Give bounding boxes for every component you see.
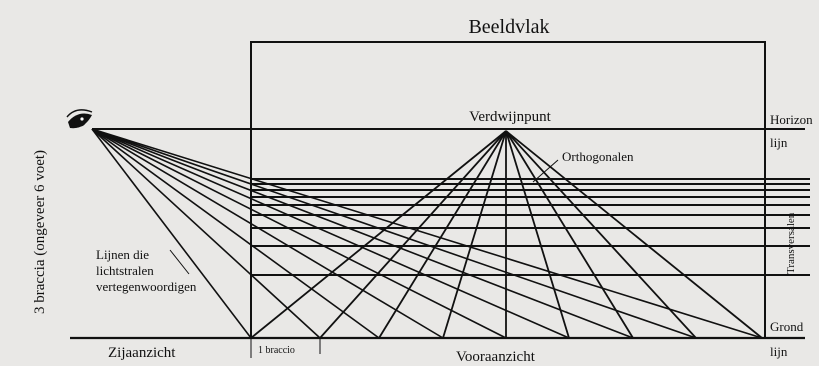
transversal-lines: [251, 178, 810, 276]
eye-icon: [66, 109, 93, 129]
orthogonal-line: [505, 130, 634, 339]
orthogonal-lines: [250, 130, 763, 339]
light-ray-line: [91, 128, 444, 339]
orthogonals-label: Orthogonalen: [562, 149, 634, 164]
orthogonal-line: [505, 130, 570, 339]
light-ray-line: [91, 128, 763, 339]
orthogonal-line: [319, 130, 507, 339]
orthogonal-line: [442, 130, 507, 339]
front-view-label: Vooraanzicht: [456, 349, 536, 365]
light-ray-line: [91, 128, 252, 339]
rays-label-line3: vertegenwoordigen: [96, 279, 197, 294]
light-ray-line: [91, 128, 570, 339]
side-view-label: Zijaanzicht: [108, 345, 176, 361]
orthogonals-leader: [532, 159, 559, 183]
transversals-label: Transversalen: [785, 212, 797, 274]
rays-leader: [169, 249, 190, 275]
orthogonal-line: [505, 130, 763, 339]
picture-plane-label: Beeldvlak: [468, 16, 549, 38]
light-ray-lines: [91, 128, 763, 339]
light-ray-line: [91, 128, 697, 339]
horizon-label: Horizon: [770, 112, 813, 127]
light-ray-line: [91, 128, 634, 339]
height-label: 3 braccia (ongeveer 6 voet): [32, 150, 48, 314]
ground-line-label: lijn: [770, 344, 788, 359]
light-ray-line: [91, 128, 380, 339]
ground-label: Grond: [770, 319, 804, 334]
orthogonal-line: [250, 130, 507, 339]
orthogonal-line: [505, 130, 697, 339]
orthogonal-line: [378, 130, 507, 339]
one-braccio-label: 1 braccio: [258, 345, 295, 356]
light-ray-line: [91, 128, 507, 339]
rays-label-line1: Lijnen die: [96, 247, 149, 262]
light-ray-line: [91, 128, 321, 339]
rays-label-line2: lichtstralen: [96, 263, 154, 278]
vanishing-point-label: Verdwijnpunt: [469, 109, 551, 125]
horizon-line-label: lijn: [770, 135, 788, 150]
